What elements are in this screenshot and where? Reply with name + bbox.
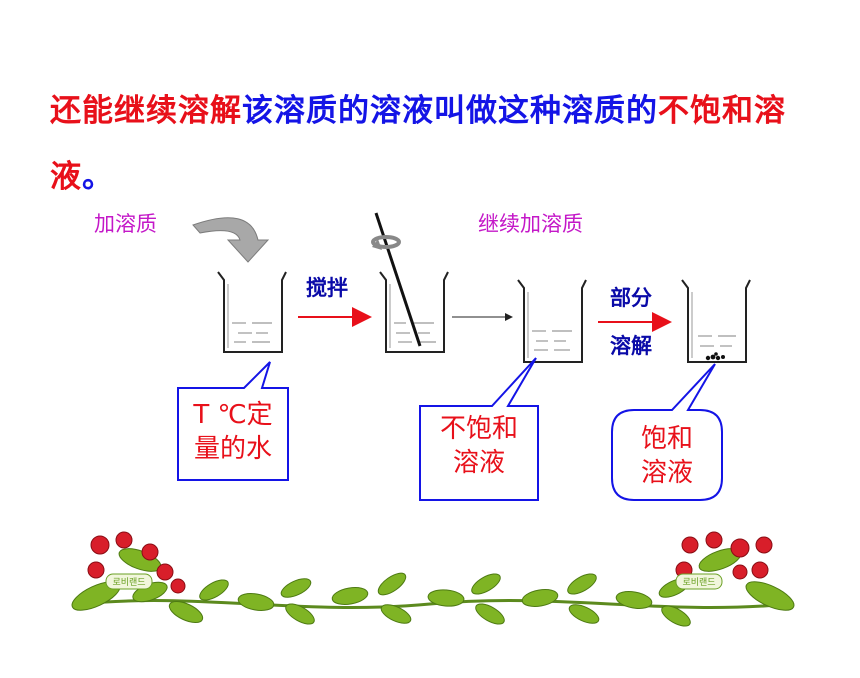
rotation-arrow-icon [371,235,401,250]
decorative-vine: 로비랜드 로비랜드 [71,531,795,627]
pour-arrow-icon [192,217,270,263]
callout-saturated-line2: 溶液 [640,458,693,488]
beaker-water [217,271,287,353]
callout-water-line2: 量的水 [193,434,272,464]
callout-saturated-line1: 饱和 [640,424,693,454]
undissolved-solid-icon [705,352,725,361]
headline-seg-middle: 该溶质的溶液叫做这种溶质的 [242,93,658,129]
callout-saturated [611,363,723,501]
callout-water-line1: T ℃定 [193,400,273,430]
callout-water-text: T ℃定 量的水 [180,398,286,466]
callout-water [177,361,289,481]
label-dissolve: 溶解 [610,334,652,358]
headline-seg-can-dissolve: 还能继续溶解 [50,93,242,129]
label-stir: 搅拌 [306,276,348,300]
label-continue-add-solute: 继续加溶质 [478,212,583,236]
callout-unsaturated-text: 不饱和 溶液 [422,412,536,480]
beaker-stirring [379,271,449,353]
callout-unsaturated-line2: 溶液 [452,448,505,478]
beaker-saturated [681,279,751,363]
headline-definition: 还能继续溶解该溶质的溶液叫做这种溶质的不饱和溶液。 [50,78,810,210]
flower-cluster-left-icon: 로비랜드 [71,531,186,611]
callout-unsaturated-line1: 不饱和 [439,414,518,444]
flower-cluster-right-icon: 로비랜드 [675,531,795,611]
badge-text-left: 로비랜드 [112,577,145,588]
headline-seg-period: 。 [82,159,114,195]
headline-seg-unsaturated: 不饱和溶液 [50,93,786,195]
leaf-cluster-icon [132,572,691,627]
label-partial: 部分 [610,286,652,310]
stirring-rod-icon [374,212,422,347]
callout-unsaturated [419,357,539,501]
beaker-unsaturated [517,279,587,363]
callout-saturated-text: 饱和 溶液 [614,422,720,490]
label-add-solute: 加溶质 [94,212,157,236]
badge-text-right: 로비랜드 [682,577,715,588]
